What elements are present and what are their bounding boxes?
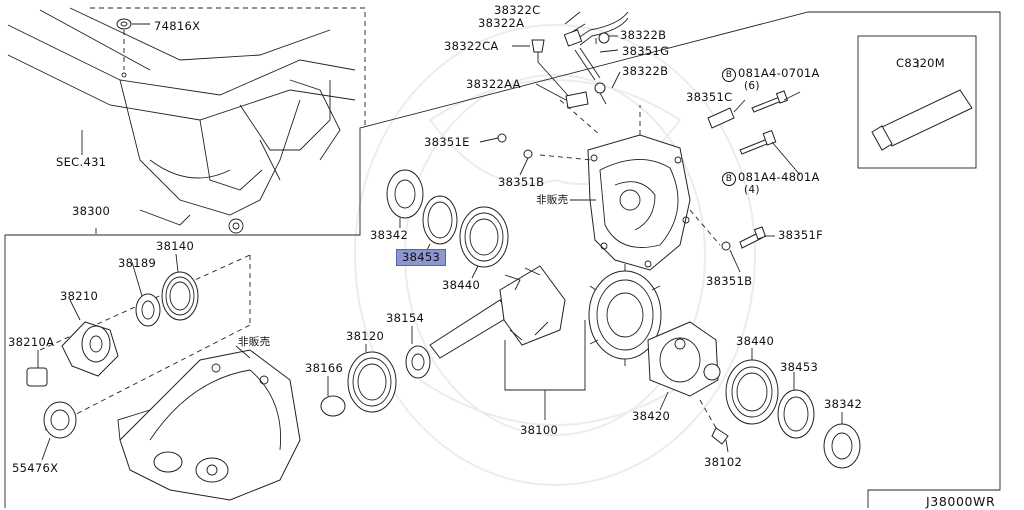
label-not-for-sale-cover: 非販売 [536,194,569,206]
bolt-marker-letter: B [722,68,736,82]
label-38102[interactable]: 38102 [704,455,743,469]
pinion-bearing-group [386,169,509,279]
subframe-sketch [7,7,356,234]
label-38140[interactable]: 38140 [156,239,195,253]
label-38453-bottom[interactable]: 38453 [780,360,819,374]
label-38351c[interactable]: 38351C [686,90,733,104]
label-38453-selected[interactable]: 38453 [396,249,447,266]
label-38322aa[interactable]: 38322AA [466,77,521,91]
label-081a4-4801a[interactable]: 081A4-4801A [738,170,820,184]
label-38351b-top[interactable]: 38351B [498,175,545,189]
label-c8320m[interactable]: C8320M [896,56,946,70]
label-sec431[interactable]: SEC.431 [56,155,107,169]
label-74816x[interactable]: 74816X [154,19,201,33]
label-38342-top[interactable]: 38342 [370,228,409,242]
cover-fasteners [479,90,801,273]
label-55476x[interactable]: 55476X [12,461,59,475]
label-38440-bottom[interactable]: 38440 [736,334,775,348]
label-38420[interactable]: 38420 [632,409,671,423]
label-38322b-mid[interactable]: 38322B [622,64,669,78]
label-38440-top[interactable]: 38440 [442,278,481,292]
label-38342-bottom[interactable]: 38342 [824,397,863,411]
label-38210[interactable]: 38210 [60,289,99,303]
flange-group [26,228,251,461]
label-38351e[interactable]: 38351E [424,135,470,149]
label-38166[interactable]: 38166 [305,361,344,375]
label-38300[interactable]: 38300 [72,204,111,218]
ring-gear [588,264,663,366]
carrier-housing [117,345,301,501]
rear-cover [539,105,721,271]
label-not-for-sale-housing: 非販売 [238,336,271,348]
label-38322b-top[interactable]: 38322B [620,28,667,42]
drawing-code: J38000WR [926,494,996,509]
differential-group [647,321,861,469]
label-081a4-0701a-qty: (6) [744,80,760,92]
label-38189[interactable]: 38189 [118,256,157,270]
label-38100[interactable]: 38100 [520,423,559,437]
label-38322c[interactable]: 38322C [494,3,541,17]
frame-outline [4,7,1001,508]
label-081a4-4801a-qty: (4) [744,184,760,196]
label-38322a[interactable]: 38322A [478,16,525,30]
drive-pinion [320,265,586,420]
label-38351f[interactable]: 38351F [778,228,823,242]
bolt-marker-letter: B [722,172,736,186]
label-38154[interactable]: 38154 [386,311,425,325]
label-38120[interactable]: 38120 [346,329,385,343]
label-38351b-right[interactable]: 38351B [706,274,753,288]
bolt-marker-b-2: B [722,171,736,186]
sealant-box [857,35,977,169]
label-38351g[interactable]: 38351G [622,44,670,58]
bolt-marker-b-1: B [722,67,736,82]
vent-tube-assembly [512,11,629,136]
label-38210a[interactable]: 38210A [8,335,55,349]
label-081a4-0701a[interactable]: 081A4-0701A [738,66,820,80]
label-38322ca[interactable]: 38322CA [444,39,499,53]
